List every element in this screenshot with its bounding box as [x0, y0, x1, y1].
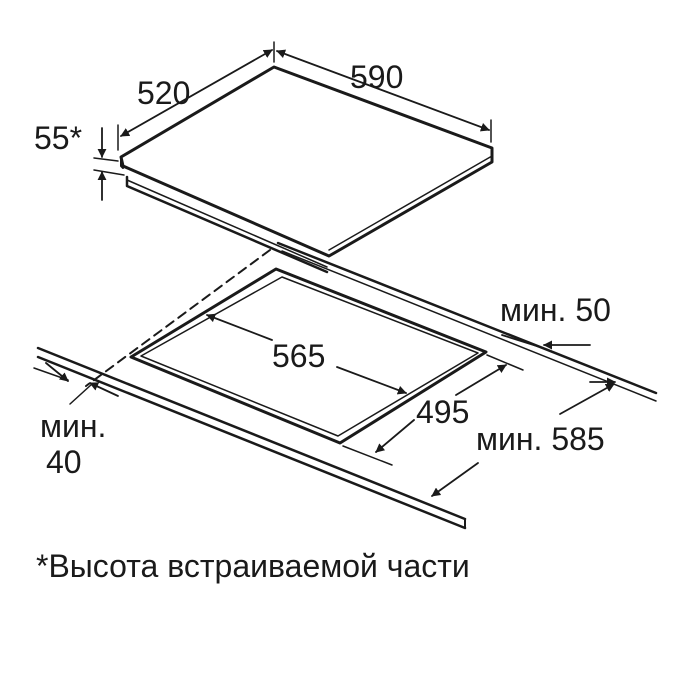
- dimension-cutout-depth: [342, 354, 524, 466]
- dimension-cutout-width: [206, 313, 407, 395]
- dimension-built-in-height: [93, 127, 125, 201]
- label-cutout-width: 565: [272, 338, 325, 374]
- label-built-in-height: 55*: [34, 120, 82, 156]
- footnote: *Высота встраиваемой части: [36, 548, 470, 584]
- dimension-hob-depth: [117, 41, 275, 151]
- label-min-front-word: мин.: [40, 408, 106, 444]
- label-cutout-depth: 495: [416, 394, 469, 430]
- label-min-front-value: 40: [46, 444, 82, 480]
- dimension-min-worktop: [431, 383, 615, 497]
- label-min-worktop-depth: мин. 585: [476, 421, 605, 457]
- worktop: [36, 241, 658, 530]
- label-min-rear-distance: мин. 50: [500, 292, 611, 328]
- dimension-hob-width: [276, 49, 492, 143]
- label-hob-depth: 520: [137, 75, 190, 111]
- dimension-min-rear: [501, 334, 616, 387]
- label-hob-width: 590: [350, 59, 403, 95]
- dimension-min-front: [33, 362, 119, 405]
- cutout: [129, 267, 488, 445]
